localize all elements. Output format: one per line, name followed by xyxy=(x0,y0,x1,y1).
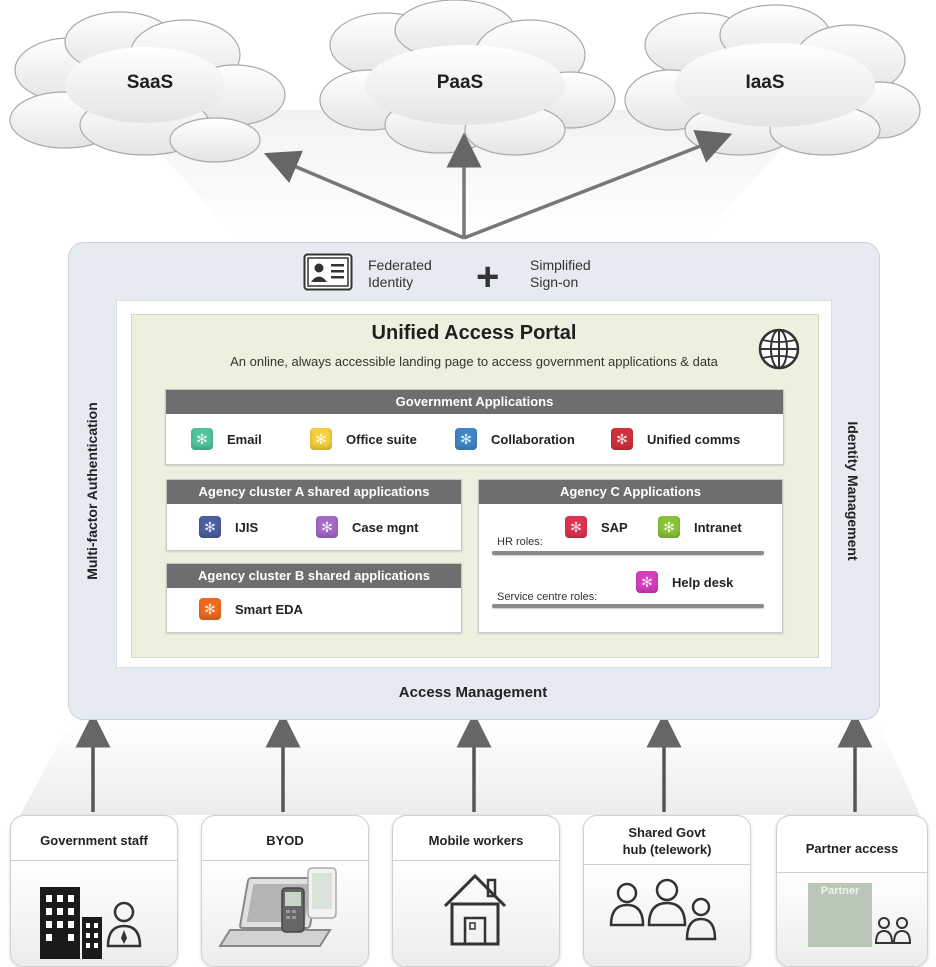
office-suite-app-icon xyxy=(310,428,332,450)
app-case-mgnt[interactable]: Case mgnt xyxy=(316,516,418,538)
app-label: Case mgnt xyxy=(352,519,419,535)
app-label: Smart EDA xyxy=(235,601,303,617)
app-collaboration[interactable]: Collaboration xyxy=(455,428,575,450)
app-office-suite[interactable]: Office suite xyxy=(310,428,417,450)
saas-cloud xyxy=(9,11,286,163)
channel-title: Government staff xyxy=(40,833,148,848)
channel-title: Shared Govt hub (telework) xyxy=(622,825,712,857)
federated-identity-label: Federated Identity xyxy=(368,257,432,290)
service-centre-roles-divider xyxy=(492,604,764,608)
simplified-sign-on-label: Simplified Sign-on xyxy=(530,257,591,290)
card-divider xyxy=(777,872,927,873)
unified-comms-app-icon xyxy=(611,428,633,450)
case-mgnt-app-icon xyxy=(316,516,338,538)
app-label: Email xyxy=(227,431,262,447)
app-label: Collaboration xyxy=(491,431,575,447)
email-app-icon xyxy=(191,428,213,450)
card-divider xyxy=(11,860,177,861)
panel-header: Government Applications xyxy=(166,390,783,414)
app-unified-comms[interactable]: Unified comms xyxy=(611,428,740,450)
paas-cloud xyxy=(319,0,616,156)
office-building-icon xyxy=(40,887,102,959)
iaas-label: IaaS xyxy=(745,72,785,93)
saas-label: SaaS xyxy=(126,72,174,93)
card-divider xyxy=(202,860,368,861)
intranet-app-icon xyxy=(658,516,680,538)
hr-roles-divider xyxy=(492,551,764,555)
channel-shared-govt-hub: Shared Govt hub (telework) xyxy=(583,815,751,967)
app-label: Help desk xyxy=(672,574,734,590)
government-applications-panel: Government Applications xyxy=(165,389,784,465)
panel-header: Agency C Applications xyxy=(479,480,782,504)
app-sap[interactable]: SAP xyxy=(565,516,628,538)
agency-c-panel: Agency C Applications xyxy=(478,479,783,633)
multi-factor-authentication-label: Multi-factor Authentication xyxy=(84,402,100,580)
panel-header: Agency cluster B shared applications xyxy=(167,564,461,588)
portal-subtitle: An online, always accessible landing pag… xyxy=(230,354,718,369)
service-centre-roles-label: Service centre roles: xyxy=(497,591,598,603)
app-ijis[interactable]: IJIS xyxy=(199,516,258,538)
agency-cluster-a-panel: Agency cluster A shared applications xyxy=(166,479,462,551)
card-divider xyxy=(393,860,559,861)
paas-label: PaaS xyxy=(436,72,484,93)
group-icon xyxy=(609,878,717,941)
access-management-label: Access Management xyxy=(398,684,548,701)
app-smart-eda[interactable]: Smart EDA xyxy=(199,598,303,620)
smart-eda-app-icon xyxy=(199,598,221,620)
app-label: Intranet xyxy=(694,519,742,535)
person-icon xyxy=(106,901,142,948)
channel-title: Partner access xyxy=(805,841,899,856)
house-icon xyxy=(443,873,507,946)
app-email[interactable]: Email xyxy=(191,428,262,450)
app-intranet[interactable]: Intranet xyxy=(658,516,742,538)
app-label: IJIS xyxy=(235,519,259,535)
sap-app-icon xyxy=(565,516,587,538)
partner-badge: Partner xyxy=(808,883,872,947)
ijis-app-icon xyxy=(199,516,221,538)
app-label: Office suite xyxy=(346,431,417,447)
panel-header: Agency cluster A shared applications xyxy=(167,480,461,504)
help-desk-app-icon xyxy=(636,571,658,593)
laptop-phone-icon xyxy=(218,867,337,947)
app-label: SAP xyxy=(601,519,628,535)
card-divider xyxy=(584,864,750,865)
plus-icon: + xyxy=(476,255,500,299)
channel-government-staff: Government staff xyxy=(10,815,178,967)
iaas-cloud xyxy=(624,4,921,156)
channel-title: Mobile workers xyxy=(428,833,524,848)
arrow-to-saas xyxy=(263,150,465,240)
partner-people-icon xyxy=(874,917,912,944)
app-help-desk[interactable]: Help desk xyxy=(636,571,733,593)
hr-roles-label: HR roles: xyxy=(497,536,543,548)
identity-management-label: Identity Management xyxy=(845,421,861,561)
app-label: Unified comms xyxy=(647,431,741,447)
arrow-to-iaas xyxy=(463,130,733,240)
globe-icon xyxy=(758,328,800,370)
channel-title: BYOD xyxy=(266,833,304,848)
id-card-icon xyxy=(303,253,353,291)
cloud-beam xyxy=(120,110,816,240)
collaboration-app-icon xyxy=(455,428,477,450)
ground-fade xyxy=(20,722,920,815)
portal-title: Unified Access Portal xyxy=(371,322,577,344)
